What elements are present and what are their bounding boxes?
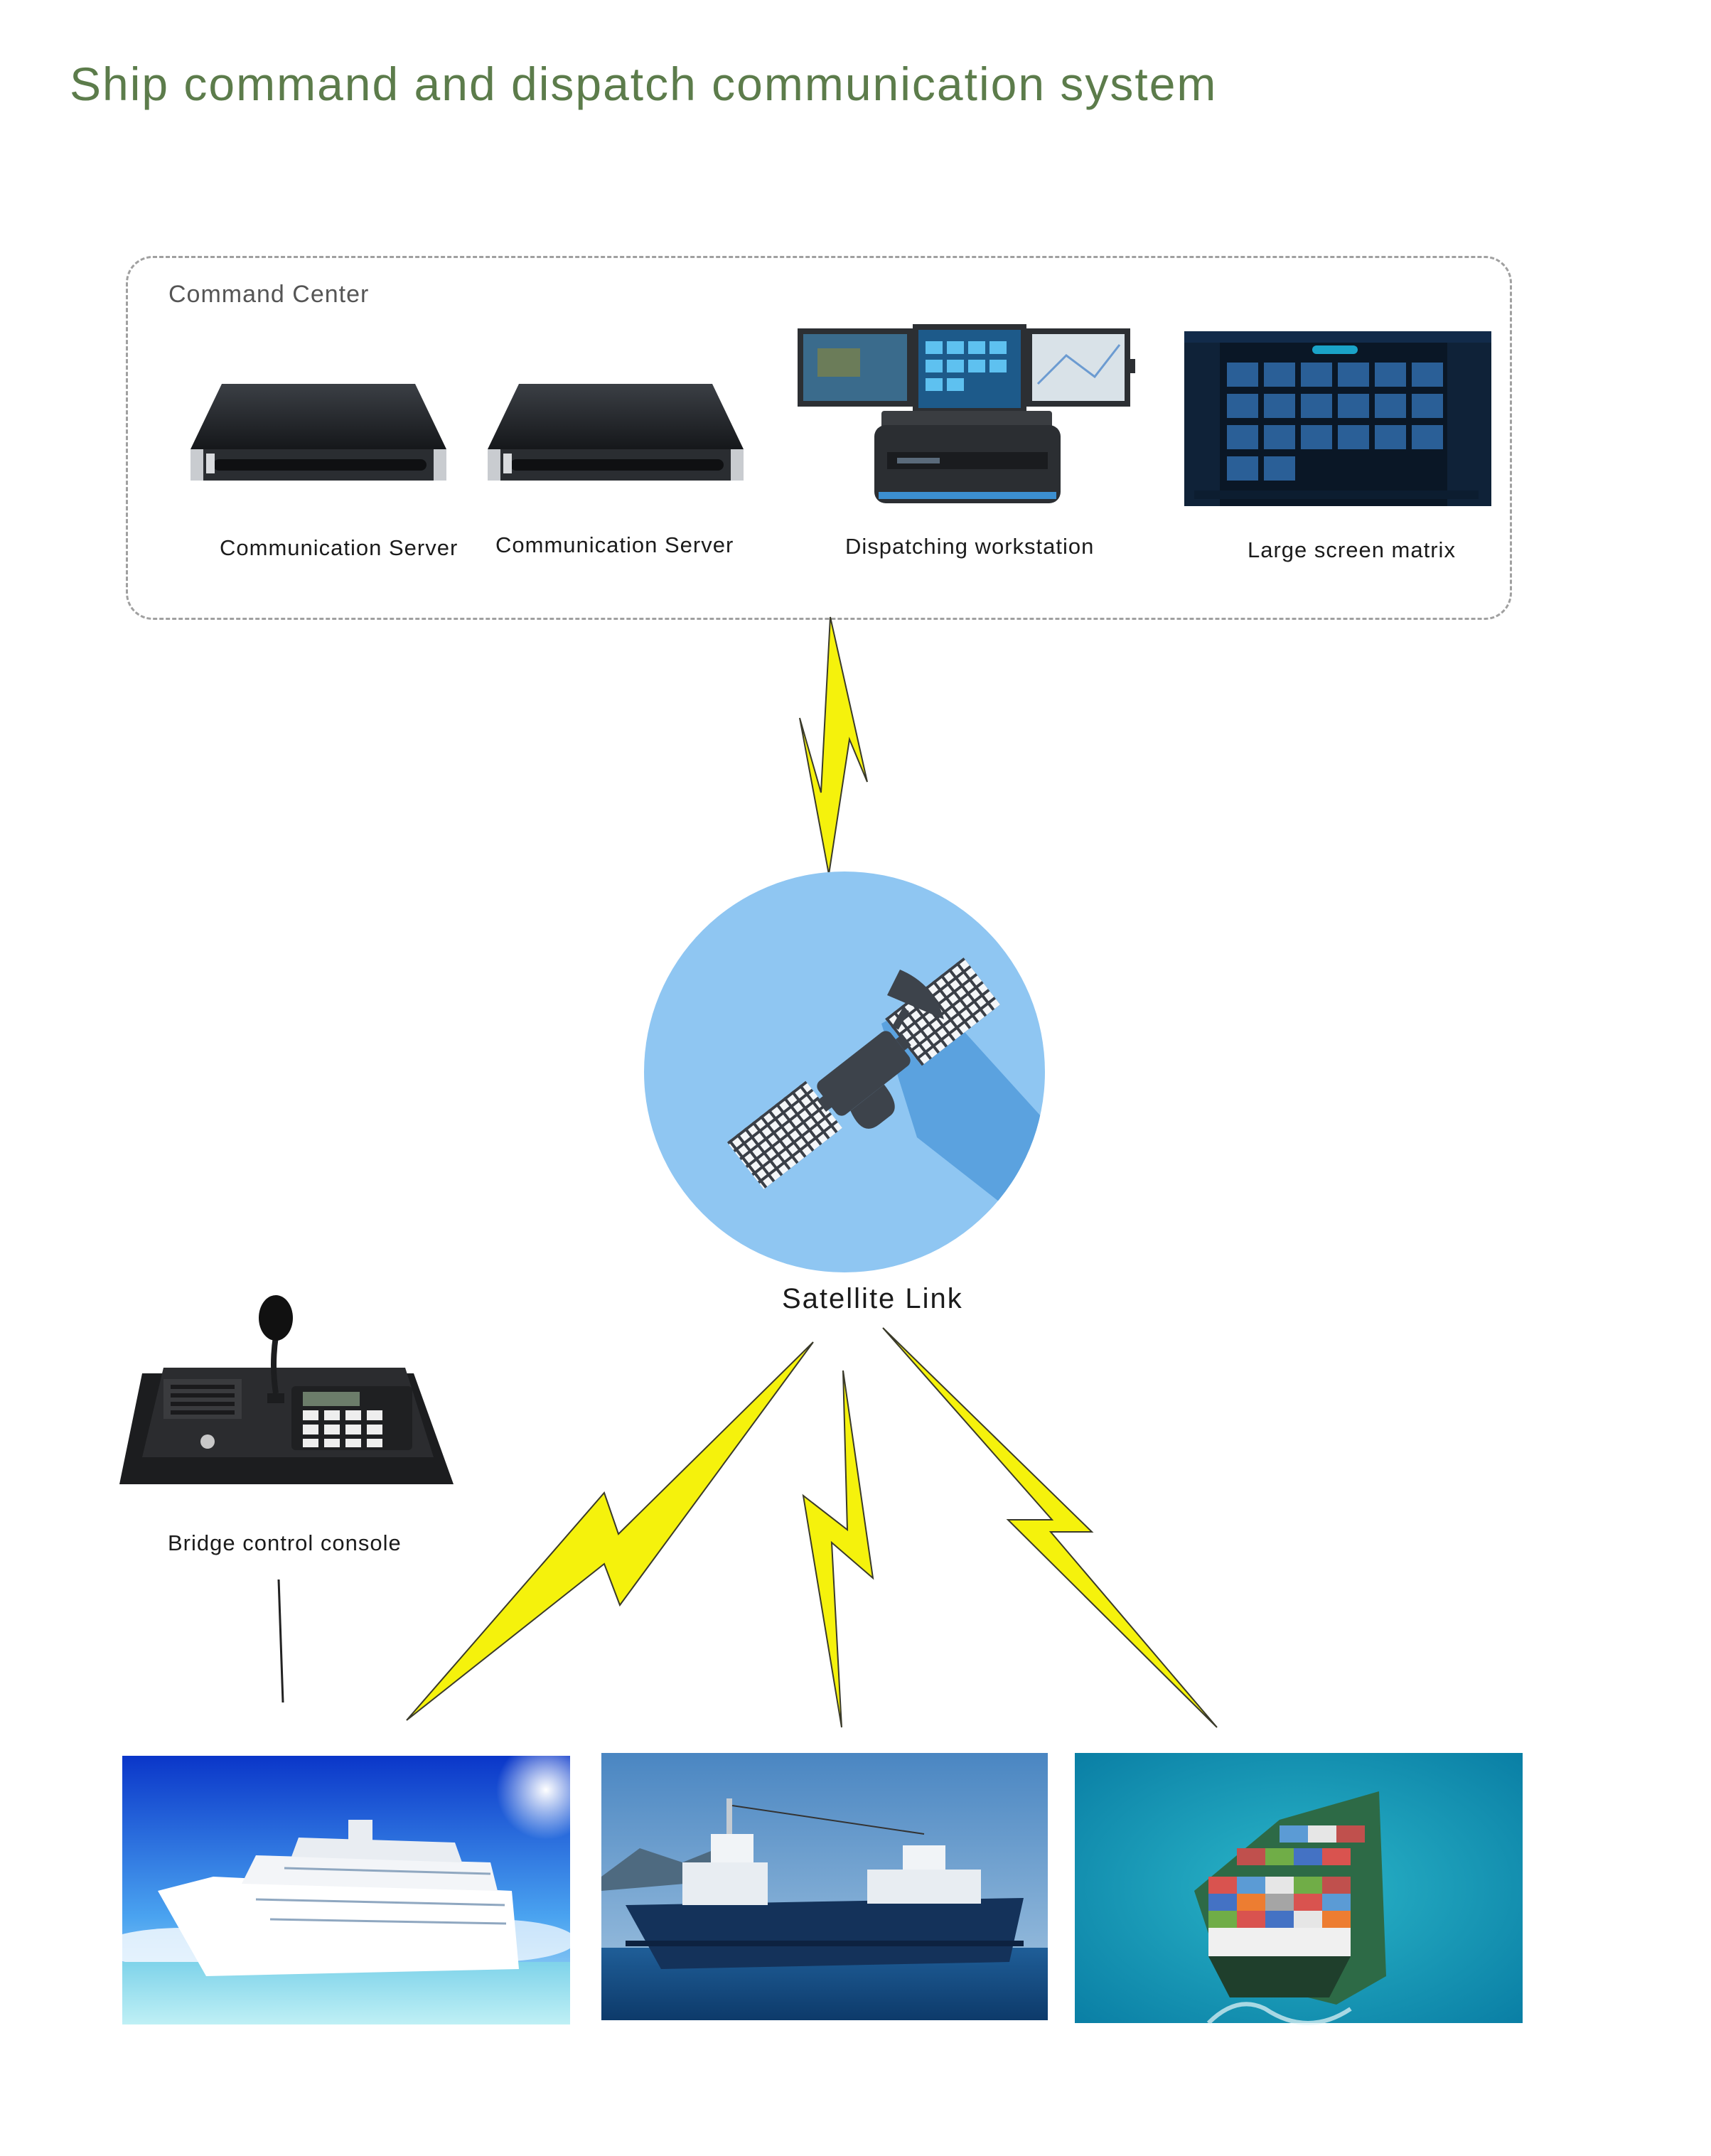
- command-center-label: Command Center: [168, 281, 370, 308]
- bridge-console-label: Bridge control console: [168, 1530, 402, 1555]
- page-title: Ship command and dispatch communication …: [70, 58, 1218, 110]
- command-center-group: [126, 256, 1512, 620]
- lightning-bolt-icon: [406, 1341, 814, 1721]
- device-label: Dispatching workstation: [845, 534, 1095, 559]
- console-connection-line: [277, 1579, 284, 1703]
- container-ship-photo: [1075, 1753, 1523, 2025]
- cruise-ship-photo: [100, 1740, 596, 2024]
- device-label: Communication Server: [220, 535, 458, 560]
- triple-screen-workstation-icon: [798, 324, 1135, 503]
- research-vessel-photo: [601, 1753, 1048, 2020]
- lightning-bolt-icon: [802, 1370, 874, 1728]
- rack-server-icon: [191, 384, 446, 481]
- satellite-link-label: Satellite Link: [782, 1283, 963, 1314]
- rack-server-icon: [488, 384, 744, 481]
- device-label: Communication Server: [495, 532, 734, 557]
- lightning-bolt-icon: [799, 616, 868, 875]
- dashboard-screen-icon: [1184, 331, 1491, 506]
- satellite-icon: [644, 871, 1045, 1272]
- microphone-console-icon: [119, 1295, 454, 1484]
- device-label: Large screen matrix: [1248, 537, 1456, 562]
- lightning-bolt-icon: [882, 1327, 1218, 1728]
